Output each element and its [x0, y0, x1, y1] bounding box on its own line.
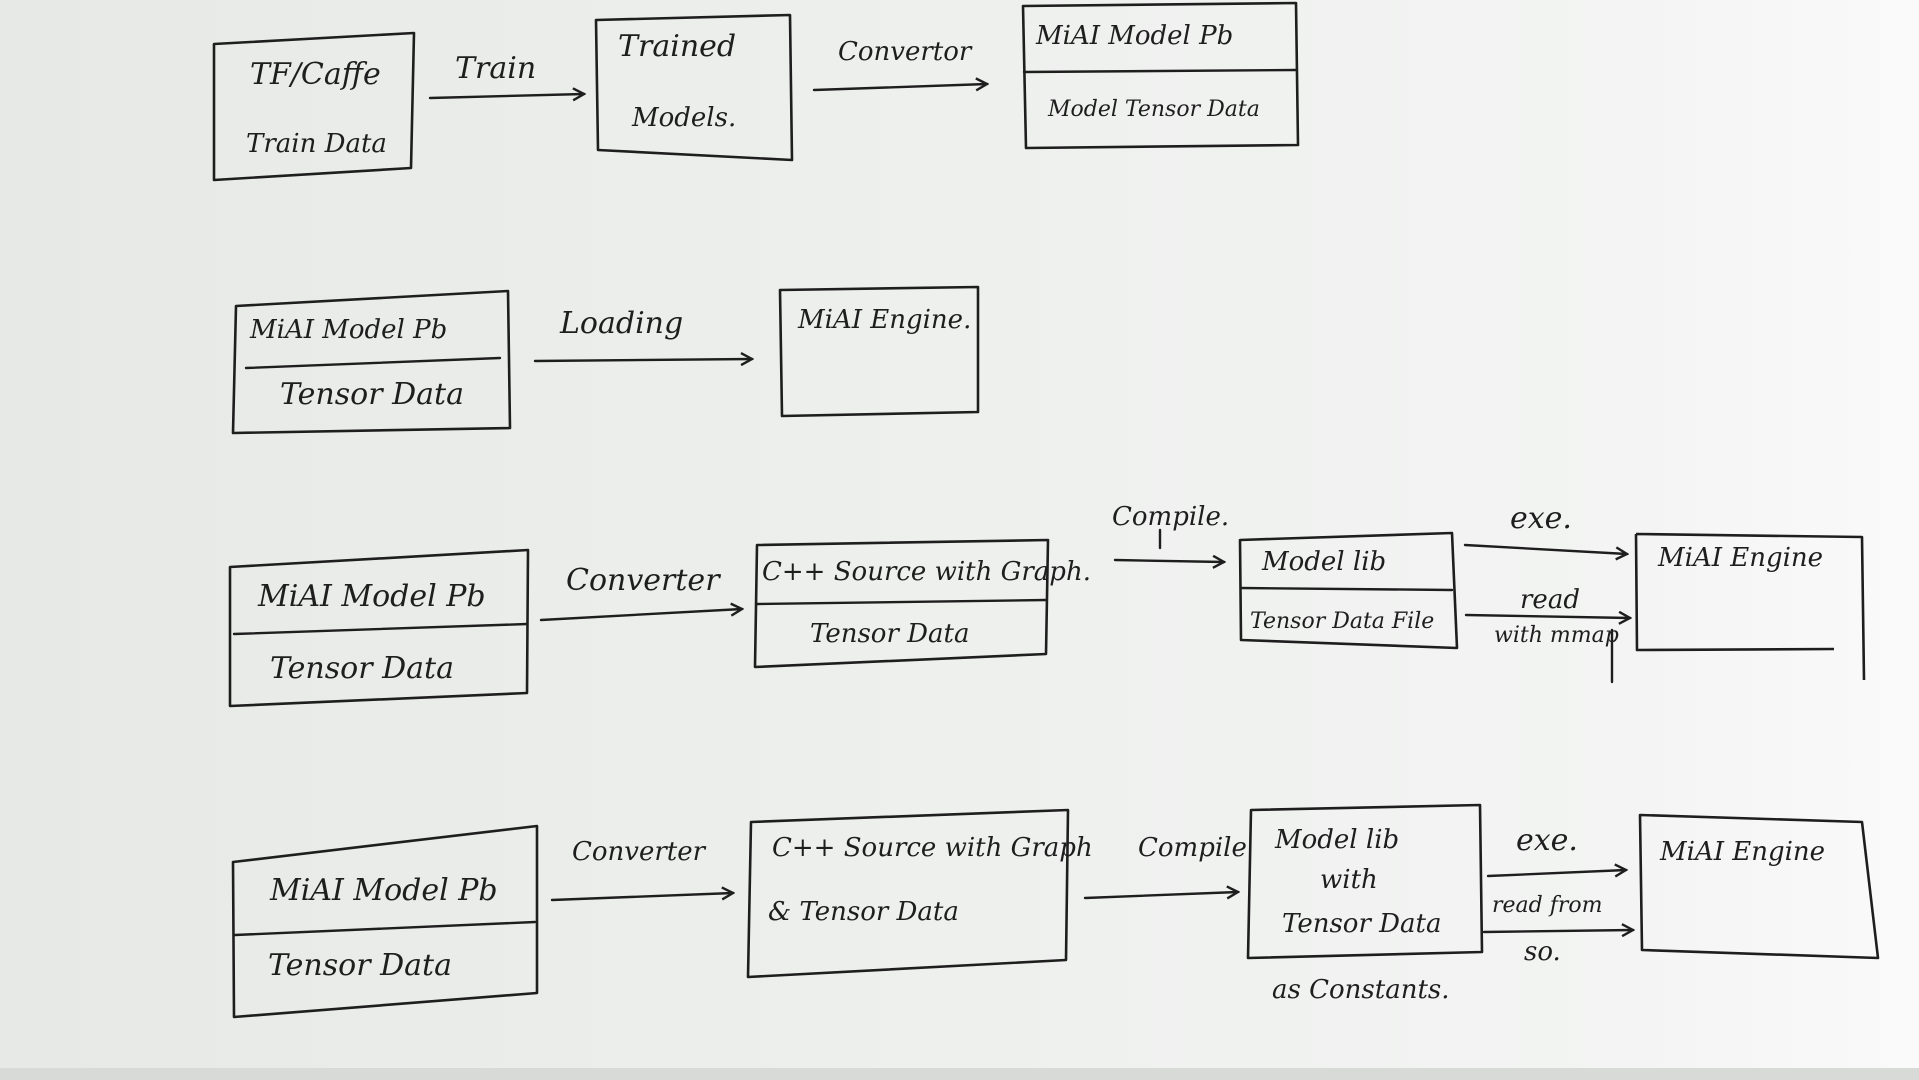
edge-label: read from — [1492, 893, 1603, 918]
edge-read-with-mmap: read with mmap — [1464, 585, 1630, 684]
node-label: MiAI Engine. — [797, 305, 971, 335]
node-cpp-source-with-graph: C++ Source with Graph. Tensor Data — [753, 538, 1091, 669]
row-3: MiAI Model Pb Tensor Data Converter C++ … — [228, 501, 1866, 708]
node-miai-model-pb: MiAI Model Pb Tensor Data — [231, 289, 512, 435]
node-label: MiAI Engine — [1657, 543, 1823, 573]
edge-compile: Compile. — [1112, 502, 1229, 562]
node-label: MiAI Model Pb — [1035, 21, 1233, 51]
node-cpp-source-graph-tensor-data: C++ Source with Graph & Tensor Data — [746, 808, 1093, 979]
node-label: Tensor Data — [270, 651, 454, 686]
node-label: with — [1320, 865, 1378, 895]
node-label: Tensor Data — [810, 619, 969, 649]
node-model-lib-with-tensor-data: Model lib with Tensor Data as Constants. — [1246, 803, 1484, 1005]
edge-label: read — [1520, 585, 1580, 615]
edge-label: so. — [1524, 937, 1561, 967]
node-label: Tensor Data — [268, 948, 452, 983]
node-miai-model-pb: MiAI Model Pb Tensor Data — [228, 548, 530, 708]
edge-label: exe. — [1510, 501, 1572, 536]
node-label: MiAI Model Pb — [257, 579, 486, 614]
node-miai-engine: MiAI Engine — [1634, 532, 1866, 681]
edge-label: Train — [455, 51, 536, 86]
node-label: MiAI Model Pb — [249, 315, 447, 345]
edge-train: Train — [428, 51, 584, 98]
edge-read-from-so: read from so. — [1482, 893, 1633, 967]
edge-label: Compile. — [1112, 502, 1229, 532]
node-label: TF/Caffe — [250, 57, 381, 92]
node-label: MiAI Model Pb — [269, 873, 498, 908]
edge-exe: exe. — [1486, 823, 1626, 876]
edge-label: with mmap — [1494, 623, 1619, 648]
node-label: Models. — [631, 103, 736, 133]
edge-label: Convertor — [838, 37, 973, 67]
edge-converter: Converter — [539, 563, 742, 622]
edge-label: Compile — [1138, 833, 1247, 863]
node-tf-caffe-train-data: TF/Caffe Train Data — [212, 31, 416, 182]
node-miai-model-pb: MiAI Model Pb Tensor Data — [231, 824, 539, 1019]
node-label: Trained — [618, 29, 736, 64]
edge-converter: Converter — [550, 837, 733, 902]
node-label: & Tensor Data — [768, 897, 959, 927]
edge-label: exe. — [1516, 823, 1578, 858]
node-label: MiAI Engine — [1659, 837, 1825, 867]
node-label: Tensor Data — [280, 377, 464, 412]
edge-label: Converter — [572, 837, 707, 867]
edge-exe: exe. — [1463, 501, 1627, 554]
node-trained-models: Trained Models. — [594, 13, 794, 162]
node-label: Model lib — [1261, 547, 1386, 577]
node-miai-model-pb: MiAI Model Pb Model Tensor Data — [1021, 1, 1300, 150]
node-label: C++ Source with Graph. — [762, 557, 1091, 587]
row-1: TF/Caffe Train Data Train Trained Models… — [212, 1, 1300, 182]
node-note: as Constants. — [1272, 975, 1450, 1005]
node-miai-engine: MiAI Engine. — [778, 285, 980, 418]
node-label: Model Tensor Data — [1047, 97, 1260, 122]
node-label: Model lib — [1274, 825, 1399, 855]
edge-convertor: Convertor — [812, 37, 987, 90]
edge-compile: Compile — [1083, 833, 1247, 898]
node-label: Tensor Data File — [1250, 609, 1434, 634]
edge-loading: Loading — [533, 306, 752, 361]
edge-label: Converter — [566, 563, 721, 598]
node-label: C++ Source with Graph — [772, 833, 1093, 863]
node-model-lib: Model lib Tensor Data File — [1238, 531, 1459, 650]
edge-label: Loading — [559, 306, 683, 341]
node-label: Tensor Data — [1282, 909, 1441, 939]
row-4: MiAI Model Pb Tensor Data Converter C++ … — [231, 803, 1880, 1019]
row-2: MiAI Model Pb Tensor Data Loading MiAI E… — [231, 285, 980, 435]
paper-edge — [0, 1068, 1919, 1080]
node-miai-engine: MiAI Engine — [1638, 813, 1880, 960]
node-label: Train Data — [246, 129, 387, 159]
